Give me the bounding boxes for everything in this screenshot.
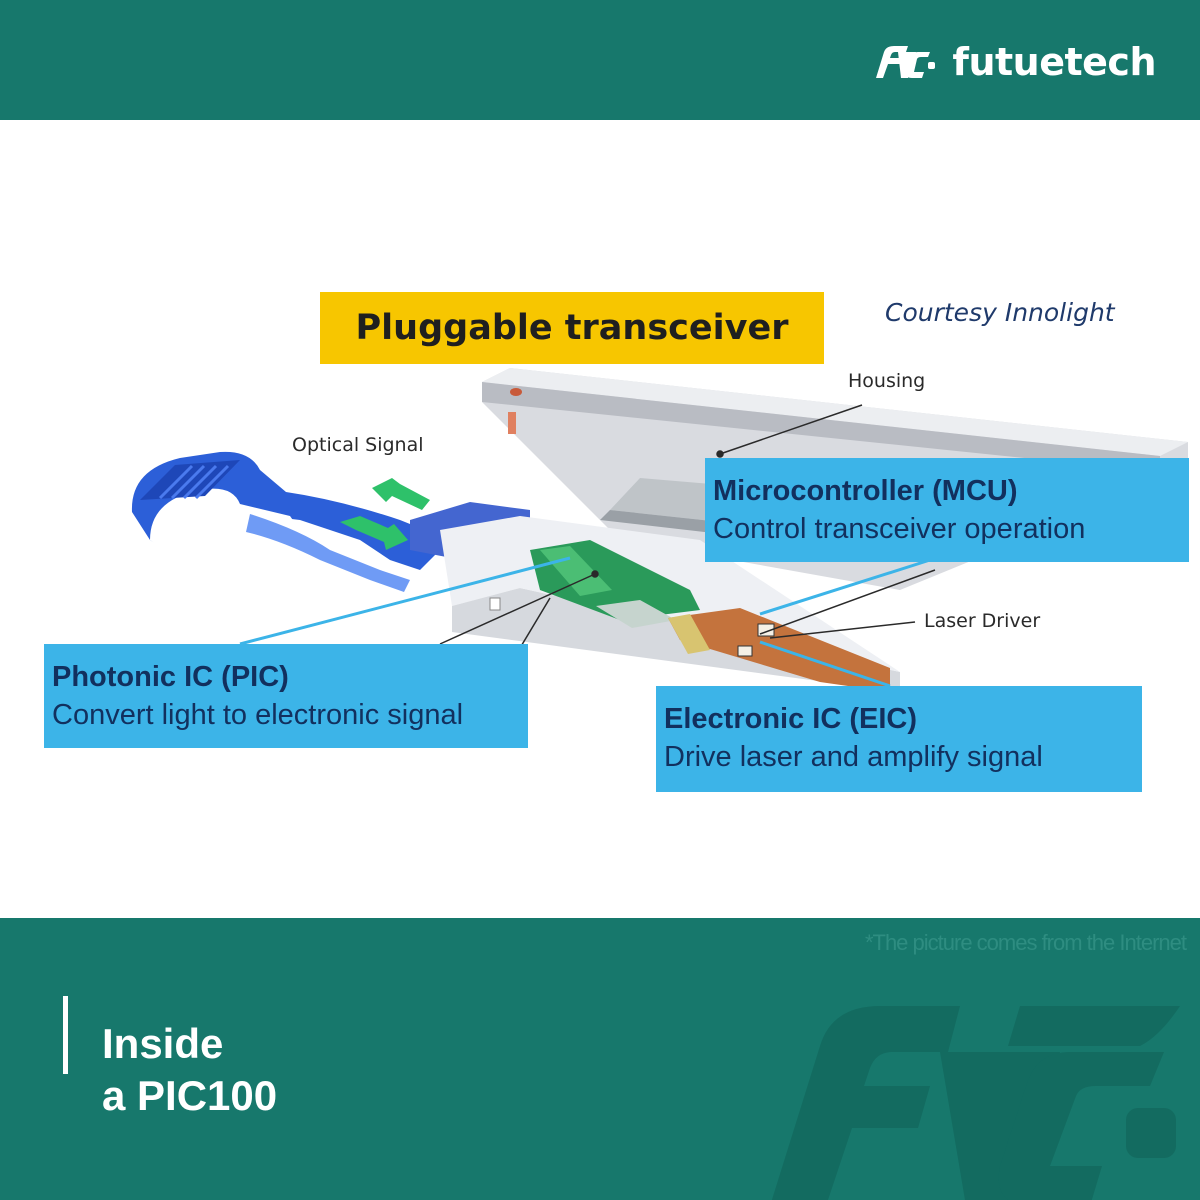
figure-title-box: Pluggable transceiver <box>320 292 824 364</box>
callout-eic-title: Electronic IC (EIC) <box>664 703 917 735</box>
callout-pic: Photonic IC (PIC) Convert light to elect… <box>44 644 528 748</box>
optical-signal-label: Optical Signal <box>292 434 424 456</box>
callout-mcu: Microcontroller (MCU) Control transceive… <box>705 458 1189 562</box>
transceiver-illustration <box>131 368 1188 692</box>
callout-pic-desc: Convert light to electronic signal <box>52 699 464 731</box>
brand-logo[interactable]: futuetech <box>868 40 1156 84</box>
accent-divider <box>63 996 68 1074</box>
heading-line-2: a PIC100 <box>102 1072 278 1119</box>
callout-pic-title: Photonic IC (PIC) <box>52 661 289 693</box>
page-heading: Inside a PIC100 <box>102 1018 277 1122</box>
courtesy-credit: Courtesy Innolight <box>885 298 1115 327</box>
callout-mcu-title: Microcontroller (MCU) <box>713 475 1018 507</box>
ftc-watermark-icon <box>771 1006 1180 1200</box>
ftc-logo-icon <box>876 46 936 78</box>
header-bar: futuetech <box>0 0 1200 120</box>
callout-eic: Electronic IC (EIC) Drive laser and ampl… <box>656 686 1142 792</box>
source-note: *The picture comes from the Internet <box>864 930 1187 955</box>
laser-driver-label: Laser Driver <box>924 610 1041 632</box>
footer-bar: *The picture comes from the Internet Ins… <box>0 918 1200 1200</box>
pull-tab <box>131 451 440 592</box>
figure-area: Pluggable transceiver Courtesy Innolight… <box>0 120 1200 918</box>
figure-title: Pluggable transceiver <box>355 308 789 348</box>
heading-line-1: Inside <box>102 1020 224 1067</box>
optical-signal-arrows <box>340 478 430 550</box>
callout-mcu-desc: Control transceiver operation <box>713 513 1086 545</box>
brand-name: futuetech <box>952 40 1156 84</box>
callout-eic-desc: Drive laser and amplify signal <box>664 741 1043 773</box>
housing-label: Housing <box>848 370 926 392</box>
